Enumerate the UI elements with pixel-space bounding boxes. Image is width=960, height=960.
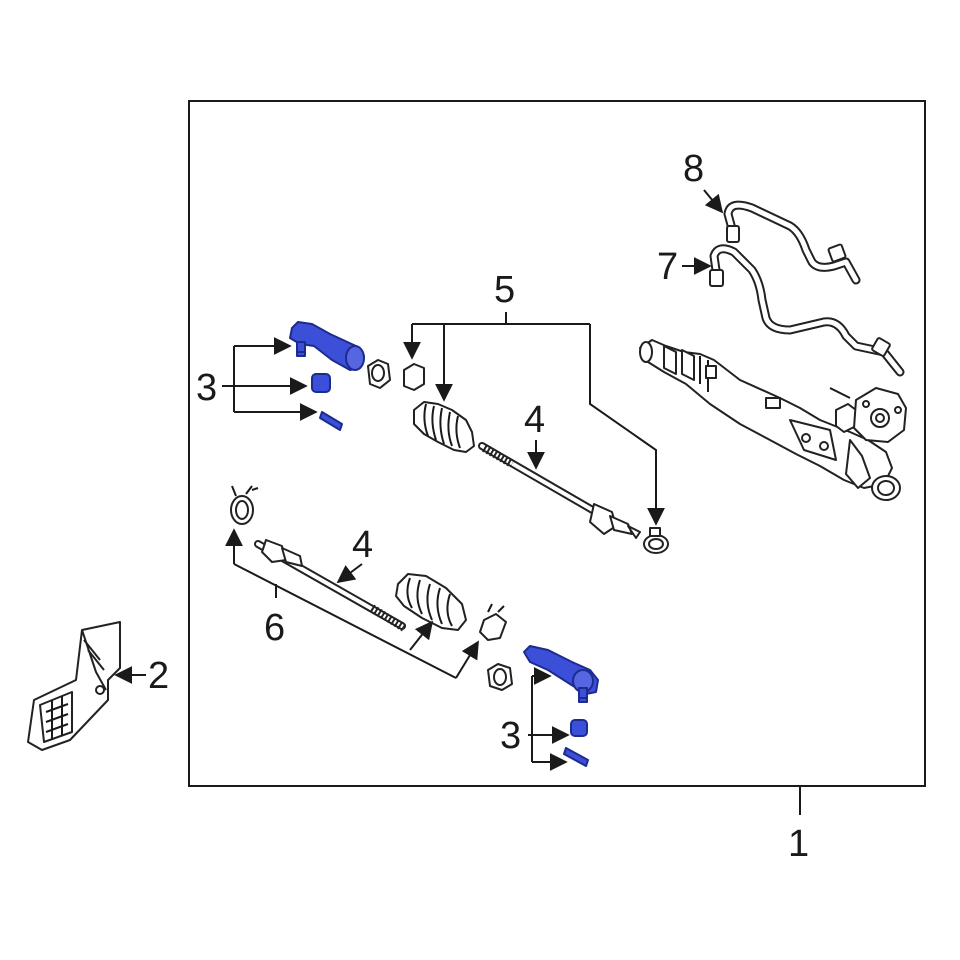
boot-kit-part xyxy=(403,363,669,554)
upper-inner-tie-rod-callout-group: 4 xyxy=(524,399,545,470)
pressure-line-part xyxy=(709,244,905,377)
heat-shield-part xyxy=(27,621,121,751)
callout-shield[interactable]: 2 xyxy=(148,655,169,697)
rack-housing-part xyxy=(639,339,907,501)
callout-pressure-line[interactable]: 7 xyxy=(657,246,678,288)
callout-tie-rod-end-upper[interactable]: 3 xyxy=(196,367,217,409)
callout-boot-kit[interactable]: 5 xyxy=(494,269,515,311)
lower-inner-tie-rod-callout-group: 4 xyxy=(336,524,373,584)
callout-inner-tie-rod-lower[interactable]: 4 xyxy=(352,524,373,566)
return-line-part xyxy=(723,200,861,285)
callout-assembly[interactable]: 1 xyxy=(788,823,809,865)
callout-inner-tie-rod-upper[interactable]: 4 xyxy=(524,399,545,441)
lower-small-clamp-part xyxy=(479,603,507,641)
callout-5-group: 5 xyxy=(403,269,665,526)
assembly-frame xyxy=(188,100,926,787)
lower-boot-part xyxy=(395,573,467,631)
callout-tie-rod-end-lower[interactable]: 3 xyxy=(500,715,521,757)
upper-inner-tie-rod-part xyxy=(478,442,641,539)
lower-jam-nut-part xyxy=(487,663,513,691)
lower-inner-tie-rod-part xyxy=(254,539,407,632)
lower-clamp-ring-part xyxy=(230,485,259,525)
callout-6-group: 6 xyxy=(225,528,479,679)
upper-jam-nut-part xyxy=(367,359,391,389)
callout-7-group: 7 xyxy=(657,246,712,288)
callout-2-group: 2 xyxy=(114,655,169,697)
callout-inner-rod-kit[interactable]: 6 xyxy=(264,607,285,649)
upper-tie-rod-end-part xyxy=(289,321,365,431)
callout-1-group: 1 xyxy=(788,786,809,865)
callout-8-group: 8 xyxy=(683,148,724,214)
lower-tie-rod-callout-group: 3 xyxy=(500,667,570,771)
upper-tie-rod-callout-group: 3 xyxy=(196,337,318,421)
callout-return-line[interactable]: 8 xyxy=(683,148,704,190)
lower-tie-rod-end-part xyxy=(523,645,599,767)
